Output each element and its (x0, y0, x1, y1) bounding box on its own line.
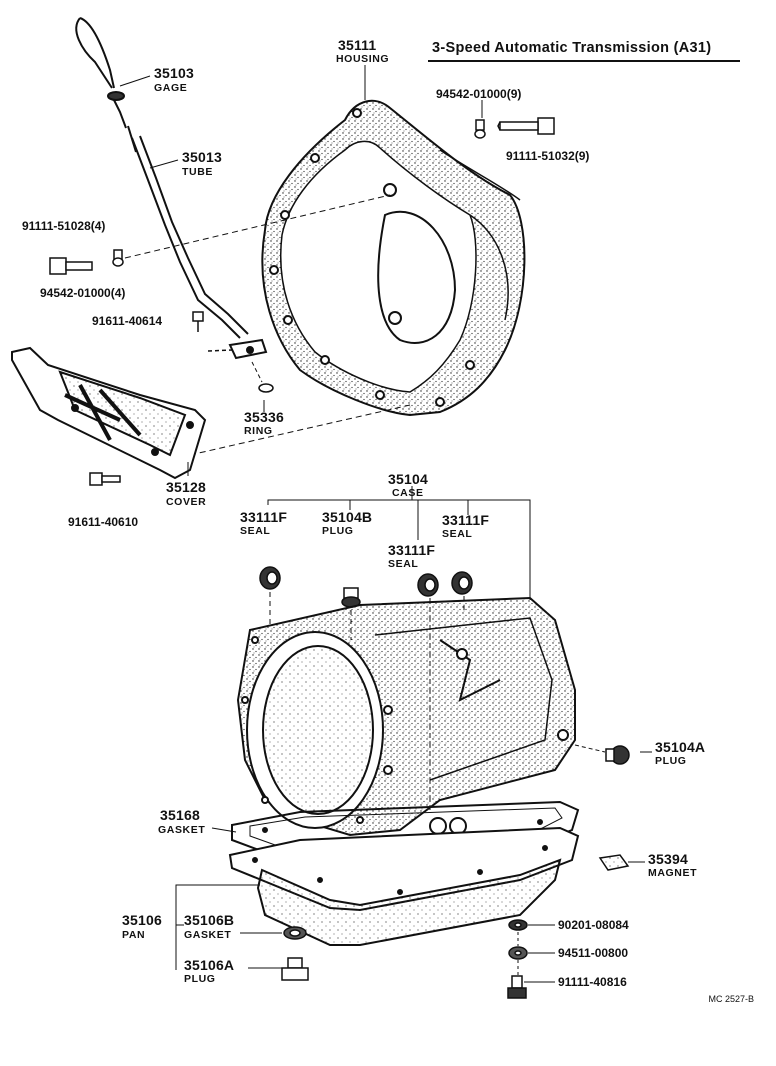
bolt-top-number: 91111-51032(9) (506, 149, 590, 163)
o-ring (258, 383, 274, 393)
gasket-name: GASKET (158, 824, 206, 836)
housing-number: 35111 (338, 37, 377, 53)
ring-number: 35336 (244, 409, 284, 425)
tube-name: TUBE (182, 166, 213, 178)
cover-name: COVER (166, 496, 207, 508)
housing-bolt-top (497, 117, 555, 135)
housing-washer-left (112, 249, 124, 267)
gage-number: 35103 (154, 65, 194, 81)
gage-dipstick (75, 17, 137, 153)
pan-gasket-number: 35106B (184, 912, 235, 928)
housing-name: HOUSING (336, 53, 390, 65)
pan-hardware-leaders (517, 924, 555, 983)
seal-mid-name: SEAL (388, 558, 419, 570)
tube (131, 135, 268, 360)
oil-pan (228, 826, 580, 946)
seal-left (259, 566, 281, 590)
pan-plug-number: 35106A (184, 957, 235, 973)
leader-gasket (211, 827, 237, 833)
misc-leaders (263, 400, 652, 863)
ring-dash (251, 361, 263, 383)
pan-name: PAN (122, 929, 146, 941)
gasket-number: 35168 (160, 807, 200, 823)
seal-right-name: SEAL (442, 528, 473, 540)
plug-b-number: 35104B (322, 509, 373, 525)
tube-number: 35013 (182, 149, 222, 165)
bolt-left-number: 91111-51028(4) (22, 219, 106, 233)
pan-washer-2 (508, 946, 528, 960)
seal-right (451, 571, 473, 595)
diagram-title: 3-Speed Automatic Transmission (A31) (432, 40, 712, 56)
plug-a-dash (574, 744, 606, 753)
leader-gage (119, 75, 151, 87)
ring-name: RING (244, 425, 273, 437)
cover-bolt (89, 472, 121, 486)
housing-alignment-lines (124, 194, 411, 456)
seal-mid-number: 33111F (388, 542, 436, 558)
cover-number: 35128 (166, 479, 206, 495)
converter-cover (11, 346, 207, 480)
housing-washer-top (474, 119, 486, 139)
plug-a-number: 35104A (655, 739, 706, 755)
torque-converter-housing (261, 99, 526, 417)
transmission-case (236, 596, 576, 837)
magnet (598, 854, 630, 871)
tube-bolt-number: 91611-40614 (92, 314, 163, 328)
housing-bolt-left (49, 257, 93, 275)
pan-washer-1 (508, 919, 528, 931)
pan-bracket (175, 884, 260, 970)
pan-plug-gasket (283, 926, 307, 940)
plug-b-name: PLUG (322, 525, 354, 537)
magnet-name: MAGNET (648, 867, 698, 879)
washer-left-number: 94542-01000(4) (40, 286, 126, 300)
pan-bolt (507, 975, 527, 999)
washer-top-number: 94542-01000(9) (436, 87, 522, 101)
seal-mid (417, 573, 439, 597)
bolt-pan-number: 91111-40816 (558, 975, 627, 989)
case-name: CASE (392, 487, 424, 499)
pan-plug-name: PLUG (184, 973, 216, 985)
seal-left-name: SEAL (240, 525, 271, 537)
seal-left-number: 33111F (240, 509, 288, 525)
plug-b (341, 587, 361, 608)
washer-pan1-number: 90201-08084 (558, 918, 629, 932)
gage-name: GAGE (154, 82, 188, 94)
plug-a (605, 745, 630, 765)
pan-number: 35106 (122, 912, 162, 928)
cover-bolt-number: 91611-40610 (68, 515, 139, 529)
pan-gasket-name: GASKET (184, 929, 232, 941)
case-number: 35104 (388, 471, 428, 487)
pan-drain-plug (281, 957, 309, 981)
plug-a-name: PLUG (655, 755, 687, 767)
magnet-number: 35394 (648, 851, 688, 867)
case-bracket (267, 486, 531, 600)
seal-right-number: 33111F (442, 512, 490, 528)
washer-pan2-number: 94511-00800 (558, 946, 629, 960)
reference-code: MC 2527-B (708, 994, 754, 1004)
leader-tube (149, 159, 179, 169)
tube-bolt (192, 311, 233, 352)
title-underline (428, 60, 740, 62)
